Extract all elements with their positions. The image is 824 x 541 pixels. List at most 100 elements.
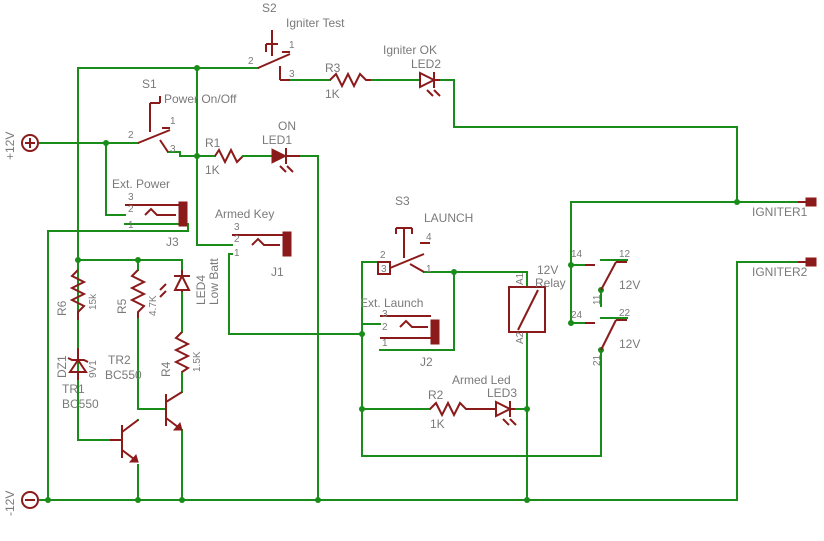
junction-dot [568,262,574,268]
relay-c2-common: 21 [592,354,603,366]
relay-coil-a1: A1 [515,272,526,285]
r5-ref: R5 [115,298,129,314]
r4-value: 1.5K [192,351,203,372]
r2-value: 1K [430,417,445,431]
relay-name: Relay [535,276,566,290]
led4-name: Low Batt [207,258,221,305]
resistor-r3: R3 1K [325,61,372,101]
s2-pin2: 2 [248,56,254,67]
j1-pin1: 1 [234,248,240,259]
plus12-terminal: +12V [3,132,39,160]
r2-ref: R2 [428,388,444,402]
jack-j2: Ext. Launch J2 3 2 1 [360,296,440,369]
r3-value: 1K [325,87,340,101]
jack-j3: Ext. Power J3 3 2 1 [112,177,188,249]
igniter1-label: IGNITER1 [752,205,808,219]
led3-name: Armed Led [452,373,511,387]
r1-value: 1K [205,163,220,177]
junction-dot [103,140,109,146]
j2-name: Ext. Launch [360,296,423,310]
junctions [45,65,740,503]
s1-ref: S1 [142,77,157,91]
s3-ref: S3 [395,194,410,208]
igniter1-connector: IGNITER1 [752,197,817,219]
j3-pin2: 2 [128,204,134,215]
s1-pin1: 1 [170,116,176,127]
j1-ref: J1 [271,265,284,279]
zener-dz1: DZ1 9V1 [55,348,99,380]
j3-name: Ext. Power [112,177,170,191]
junction-dot [524,406,530,412]
j2-pin1: 1 [382,338,388,349]
led1: LED1 ON [262,119,300,173]
s2-pin1: 1 [289,40,295,51]
junction-dot [75,257,81,263]
junction-dot [734,199,740,205]
r6-ref: R6 [55,300,69,316]
led2-name: Igniter OK [383,43,437,57]
relay-c2-no: 22 [619,308,631,319]
junction-dot [359,331,365,337]
junction-dot [315,497,321,503]
junction-dot [568,320,574,326]
junction-dot [135,257,141,263]
resistor-r6: R6 15k [55,269,99,320]
igniter2-connector: IGNITER2 [752,257,817,279]
transistor-tr1 [110,419,139,463]
s2-pin3: 3 [289,69,295,80]
wires [39,67,807,501]
j1-pin2: 2 [234,234,240,245]
j2-ref: J2 [420,355,433,369]
j3-ref: J3 [166,235,179,249]
jack-j1: Armed Key J1 3 2 1 [215,207,292,279]
s3-pin4: 4 [426,232,432,243]
s3-pin3: 3 [381,264,387,275]
switch-s2: S2 Igniter Test 1 2 3 [248,1,345,81]
resistor-r4: R4 1.5K [159,331,203,377]
relay-c1-common: 11 [592,294,603,305]
r6-value: 15k [88,293,99,310]
switch-s1: S1 Power On/Off 1 2 3 [128,77,237,155]
resistor-r2: R2 1K [428,388,496,431]
j3-pin1: 1 [128,220,134,231]
r5-value: 4.7K [148,295,159,316]
plus12-label: +12V [3,132,17,160]
led2: LED2 Igniter OK [383,43,441,97]
s3-pin1: 1 [426,264,432,275]
relay-c1-v: 12V [619,278,640,292]
r3-ref: R3 [325,61,341,75]
led4-ref: LED4 [194,275,208,305]
led1-name: ON [278,119,296,133]
j1-name: Armed Key [215,207,274,221]
igniter2-label: IGNITER2 [752,265,808,279]
j1-pin3: 3 [234,222,240,233]
s3-name: LAUNCH [424,211,473,225]
minus12-terminal: -12V [3,491,39,516]
led3: LED3 Armed Led [452,373,517,426]
junction-dot [524,497,530,503]
j2-pin2: 2 [382,322,388,333]
relay-c1-no: 12 [619,249,631,260]
s2-name: Igniter Test [286,16,345,30]
led2-ref: LED2 [411,57,441,71]
tr1-value: BC550 [62,397,99,411]
dz1-ref: DZ1 [55,355,69,378]
transistor-tr2 [165,391,183,431]
minus12-label: -12V [3,491,17,516]
resistor-r1: R1 1K [205,136,244,177]
junction-dot [359,406,365,412]
switch-s3: S3 LAUNCH 2 3 4 1 [377,194,473,275]
led1-ref: LED1 [262,133,292,147]
j2-pin3: 3 [382,309,388,320]
junction-dot [194,65,200,71]
s1-name: Power On/Off [164,92,237,106]
s2-ref: S2 [262,1,277,15]
tr2-ref: TR2 [108,353,131,367]
junction-dot [451,269,457,275]
relay-c2-nc: 24 [571,310,583,321]
tr2-value: BC550 [105,368,142,382]
r4-ref: R4 [159,361,173,377]
s1-pin3: 3 [170,144,176,155]
relay-c1-nc: 14 [571,249,583,260]
